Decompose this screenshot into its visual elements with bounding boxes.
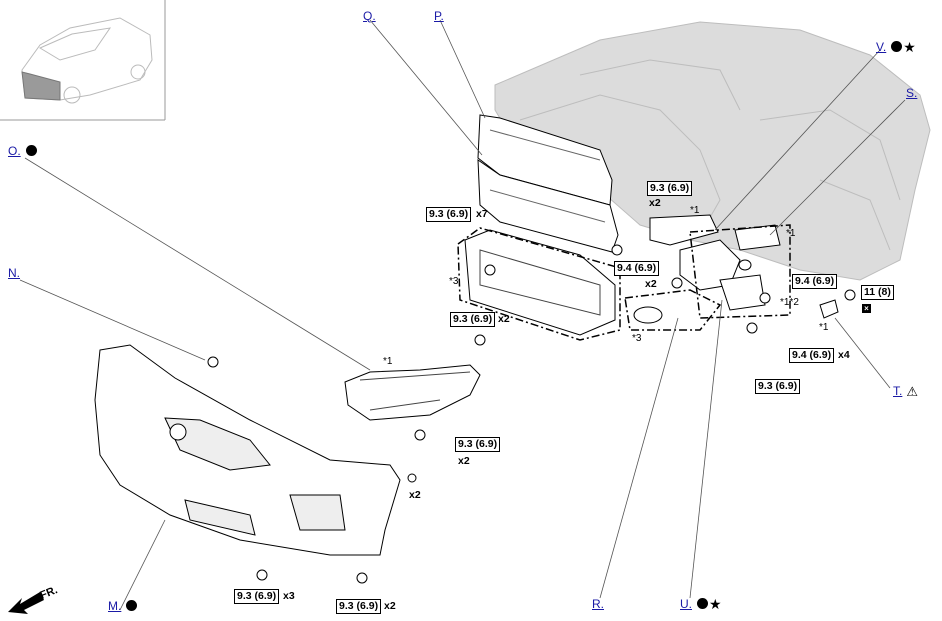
callout-t[interactable]: T. (893, 384, 903, 398)
callout-r[interactable]: R. (592, 597, 604, 611)
torque-spec: 9.3 (6.9) (755, 379, 801, 394)
callout-u[interactable]: U. (680, 597, 692, 611)
note-marker: *3 (632, 333, 642, 344)
callout-o-group: O. (8, 144, 37, 158)
fasteners (207, 244, 856, 584)
vehicle-thumbnail (0, 0, 166, 121)
torque-spec: 9.4 (6.9) (792, 274, 838, 289)
torque-count: x3 (283, 590, 295, 602)
note-marker: *1 (786, 228, 796, 239)
torque-spec: 9.3 (6.9) (336, 599, 382, 614)
torque-spec: 9.3 (6.9) (234, 589, 280, 604)
dot-icon (891, 41, 903, 52)
torque-count: x2 (498, 313, 510, 325)
torque-count: x2 (649, 197, 661, 209)
note-marker: *1 (383, 356, 393, 367)
callout-m-group: M. (108, 599, 138, 613)
torque-spec: 9.4 (6.9) (614, 261, 660, 276)
callout-n[interactable]: N. (8, 266, 20, 280)
callout-v[interactable]: V. (876, 40, 887, 54)
torque-count: x2 (458, 455, 470, 467)
callout-s[interactable]: S. (906, 86, 918, 100)
front-direction-arrow-icon (8, 592, 44, 614)
vehicle-body (494, 21, 931, 281)
torque-count: x2 (645, 278, 657, 290)
torque-count: x4 (838, 349, 850, 361)
callout-v-group: V. ★ (876, 40, 916, 54)
note-marker: *1*2 (780, 297, 799, 308)
dot-icon (126, 600, 138, 611)
x-box-icon: × (862, 304, 871, 313)
torque-spec: 9.3 (6.9) (426, 207, 472, 222)
warning-icon: ⚠ (906, 384, 918, 399)
callout-o[interactable]: O. (8, 144, 21, 158)
callout-m[interactable]: M. (108, 599, 122, 613)
torque-count: x7 (476, 208, 488, 220)
callout-q[interactable]: Q. (363, 9, 376, 23)
torque-count: x2 (384, 600, 396, 612)
front-bumper-cover (94, 344, 401, 556)
dot-icon (697, 598, 708, 609)
callout-u-group: U. ★ (680, 597, 722, 611)
star-icon: ★ (709, 596, 722, 612)
torque-spec: 9.4 (6.9) (789, 348, 835, 363)
bracket-cluster (624, 214, 839, 331)
note-marker: *1 (690, 205, 700, 216)
torque-count: x2 (409, 489, 421, 501)
upper-grille-panels (477, 114, 619, 253)
callout-t-group: T.⚠ (893, 384, 918, 399)
note-marker: *1 (819, 322, 829, 333)
torque-spec: 9.3 (6.9) (455, 437, 501, 452)
leader-lines (19, 19, 906, 611)
dot-icon (25, 145, 37, 156)
torque-spec: 11 (8) (861, 285, 894, 300)
note-marker: *3 (449, 276, 459, 287)
headlight-unit (344, 364, 481, 421)
callout-p[interactable]: P. (434, 9, 444, 23)
torque-spec: 9.3 (6.9) (647, 181, 693, 196)
star-icon: ★ (903, 39, 916, 55)
lower-grille-assembly (457, 227, 621, 341)
torque-spec: 9.3 (6.9) (450, 312, 496, 327)
